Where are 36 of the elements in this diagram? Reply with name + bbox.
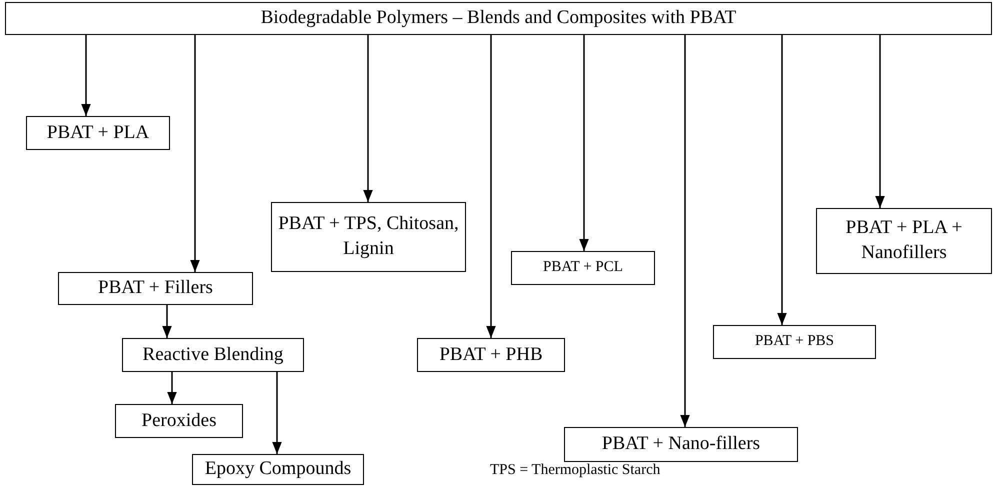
category-box: [564, 427, 798, 462]
category-box: [511, 251, 655, 285]
category-box: [713, 325, 876, 359]
arrow: [486, 35, 496, 338]
arrow: [579, 35, 589, 251]
arrow: [167, 372, 177, 404]
note-text: TPS = Thermoplastic Starch: [490, 461, 660, 480]
box-label: Reactive Blending: [142, 342, 284, 367]
box-label: PBAT + TPS, Chitosan, Lignin: [277, 212, 460, 261]
arrow: [81, 35, 91, 116]
category-box: [816, 208, 992, 274]
arrow: [190, 35, 200, 272]
category-box: [192, 454, 364, 485]
category-box: [417, 338, 565, 372]
arrow: [777, 35, 787, 325]
box-label: Epoxy Compounds: [204, 457, 352, 482]
category-box: [115, 404, 243, 438]
arrow: [162, 305, 172, 338]
box-label: Biodegradable Polymers – Blends and Composites with PBAT: [260, 6, 736, 30]
box-label: PBAT + PLA + Nanofillers: [844, 216, 964, 265]
arrow: [363, 35, 373, 202]
arrow: [680, 35, 690, 427]
category-box: [58, 272, 253, 305]
category-box: [122, 338, 304, 372]
arrow: [272, 372, 282, 454]
box-label: PBAT + Nano-fillers: [602, 432, 760, 456]
arrow: [875, 35, 885, 208]
box-label: Peroxides: [142, 408, 216, 433]
box-label: PBAT + PHB: [439, 342, 543, 367]
box-label: PBAT + PBS: [754, 332, 834, 352]
box-label: PBAT + PCL: [543, 258, 623, 278]
category-box: [271, 202, 466, 272]
category-box: [26, 116, 170, 150]
box-label: PBAT + PLA: [46, 120, 150, 145]
title-box: [5, 2, 992, 35]
box-label: PBAT + Fillers: [98, 276, 213, 300]
